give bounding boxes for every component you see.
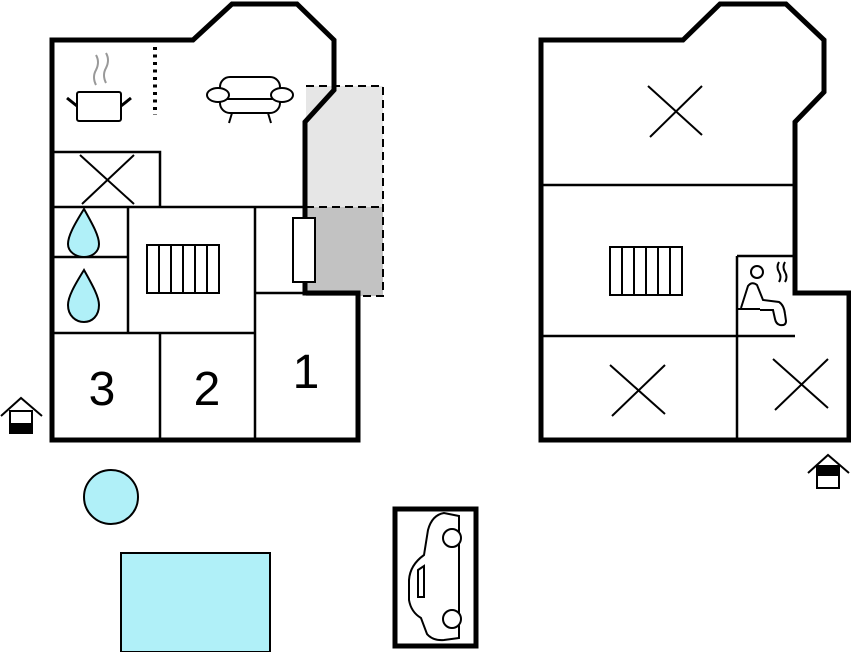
hot-tub	[83, 469, 139, 525]
terrace-outline	[306, 85, 384, 297]
closed-area-cross-icon	[79, 154, 135, 205]
ground-floor: 3 2 1	[0, 1, 384, 443]
outer-wall	[49, 1, 361, 443]
room-label-3: 3	[89, 363, 116, 416]
entrance-icon	[0, 396, 43, 434]
interior-walls	[52, 150, 305, 440]
shower-drop-icon	[66, 207, 101, 259]
entrance-icon	[807, 453, 850, 489]
shower-drop-icon	[66, 268, 101, 324]
closed-area-cross-icon	[647, 85, 703, 138]
room-label-2: 2	[194, 363, 221, 416]
stairs-icon	[609, 246, 683, 296]
sofa-icon	[206, 76, 294, 124]
closed-area-cross-icon	[772, 358, 829, 411]
parking-car-icon	[392, 506, 479, 649]
upper-floor	[538, 1, 851, 489]
terrace-lower	[306, 207, 383, 296]
terrace-upper	[306, 86, 383, 207]
room-label-1: 1	[293, 346, 320, 399]
sauna-icon	[738, 261, 788, 327]
kitchen-pot-icon	[66, 52, 132, 122]
closed-area-cross-icon	[609, 364, 666, 417]
stairs-icon	[146, 244, 220, 294]
outer-wall	[538, 1, 851, 443]
door	[292, 217, 316, 283]
swimming-pool	[120, 552, 271, 652]
interior-walls	[541, 183, 795, 440]
